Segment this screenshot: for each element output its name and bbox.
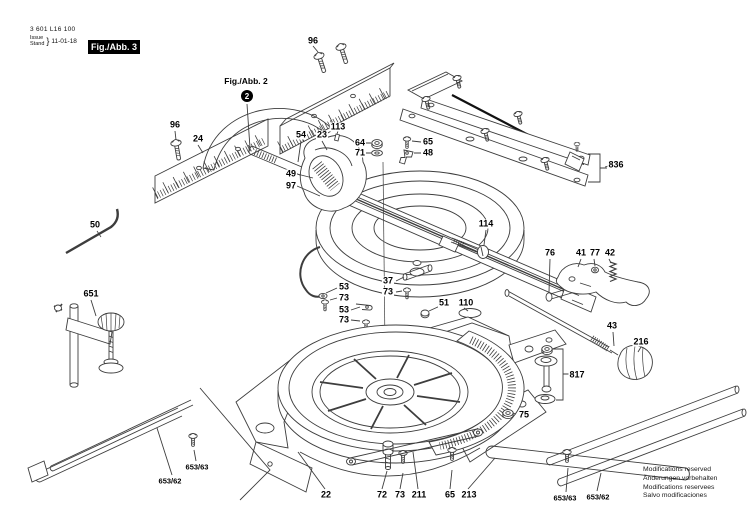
part-label-113: 113 (329, 121, 347, 132)
bracket-836 (564, 141, 607, 183)
part-label-114: 114 (477, 218, 495, 229)
lock-lever-assembly (545, 258, 650, 306)
part-label-41: 41 (574, 247, 588, 258)
part-label-213: 213 (460, 489, 478, 500)
part-number: 3 601 L16 100 (30, 26, 76, 33)
part-label-51: 51 (437, 297, 451, 308)
screws-73-65-bottom (398, 446, 457, 490)
part-label-54: 54 (294, 129, 308, 140)
part-label-24: 24 (191, 133, 205, 144)
part-label-76: 76 (543, 247, 557, 258)
kerf-plates (399, 71, 591, 187)
part-label-110: 110 (457, 297, 475, 308)
part-label-77: 77 (588, 247, 602, 258)
part-label-96-top: 96 (306, 35, 320, 46)
part-label-817: 817 (568, 369, 586, 380)
fence-ruler-left (152, 118, 269, 204)
brace: } (46, 36, 50, 47)
notice-line-de: Änderungen vorbehalten (643, 474, 718, 482)
figure-number-box: Fig./Abb. 3 (88, 40, 140, 54)
notice-line-es: Salvo modificaciones (643, 492, 707, 500)
part-label-73-a: 73 (337, 292, 351, 303)
part-label-96-left: 96 (168, 119, 182, 130)
notice-line-en: Modifications reserved (643, 466, 711, 473)
bails-and-screws (299, 246, 433, 332)
part-label-48: 48 (421, 147, 435, 158)
part-label-651: 651 (82, 288, 100, 299)
part-label-53-b: 53 (337, 304, 351, 315)
part-label-73-b: 73 (337, 314, 351, 325)
fence-ruler-top (277, 41, 395, 155)
part-label-653-63-right: 653/63 (552, 493, 578, 503)
hex-key-50 (65, 208, 119, 255)
extension-rod-right (546, 385, 747, 493)
nut-51 (420, 305, 441, 319)
stand-label: Stand (30, 41, 45, 48)
part-label-23: 23 (315, 129, 329, 140)
part-label-836: 836 (607, 159, 625, 170)
part-label-73-c: 73 (381, 286, 395, 297)
part-label-653-62-left: 653/62 (157, 476, 183, 486)
link-bar-211 (346, 428, 483, 490)
extension-rod-left (27, 399, 198, 483)
issue-date: 11-01-18 (51, 37, 77, 45)
part-label-42: 42 (603, 247, 617, 258)
part-label-73-d: 73 (393, 489, 407, 500)
part-label-65-top: 65 (421, 136, 435, 147)
part-label-64: 64 (353, 137, 367, 148)
turntable-lower (277, 324, 525, 464)
part-label-71: 71 (353, 147, 367, 158)
part-label-75: 75 (517, 409, 531, 420)
figure2-reference-label: Fig./Abb. 2 (223, 76, 269, 86)
part-label-72: 72 (375, 489, 389, 500)
part-label-50: 50 (88, 219, 102, 230)
part-label-49: 49 (284, 168, 298, 179)
part-label-53-a: 53 (337, 281, 351, 292)
part-label-97: 97 (284, 180, 298, 191)
bolt-114 (450, 229, 489, 259)
part-label-43: 43 (605, 320, 619, 331)
part-label-653-63-left: 653/63 (184, 462, 210, 472)
part-label-37: 37 (381, 275, 395, 286)
title-block: 3 601 L16 100 Issue Stand } 11-01-18 (30, 26, 77, 47)
bolt-stack-817 (502, 345, 569, 420)
rod-43-knob-216 (504, 289, 653, 381)
work-clamp-651 (53, 299, 125, 388)
issue-label: Issue (30, 35, 44, 41)
figure2-reference-badge: 2 (241, 90, 253, 102)
part-label-65-bottom: 65 (443, 489, 457, 500)
part-label-653-62-right: 653/62 (585, 492, 611, 502)
notice-line-fr: Modifications reservees (643, 483, 715, 491)
u-bar-213 (467, 445, 690, 490)
modifications-notice: Modifications reserved Änderungen vorbeh… (643, 466, 717, 501)
part-label-211: 211 (410, 489, 428, 500)
part-label-216: 216 (632, 336, 650, 347)
part-label-22: 22 (319, 489, 333, 500)
